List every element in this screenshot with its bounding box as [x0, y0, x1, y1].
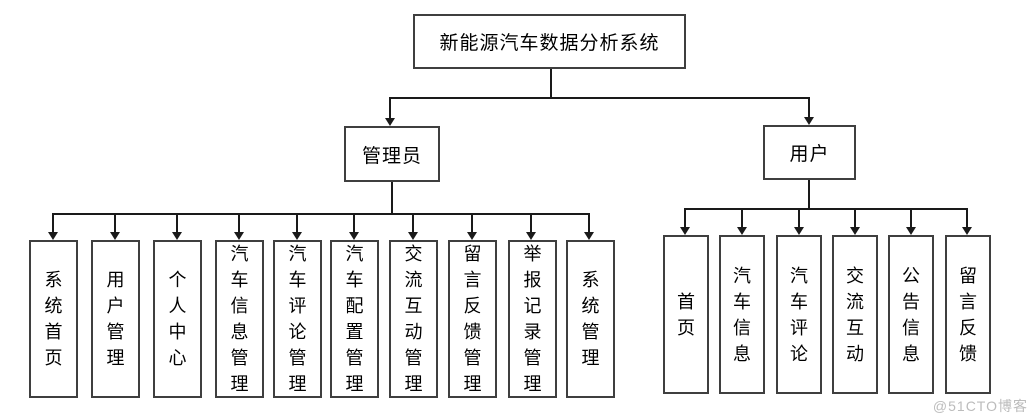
- node-announcement-info: 公告信息: [888, 235, 934, 394]
- arrowhead: [906, 227, 916, 235]
- connector-drop: [798, 208, 800, 227]
- node-car-info-label: 汽车信息: [732, 265, 751, 364]
- node-admin-label: 管理员: [361, 145, 422, 167]
- connector-drop: [353, 213, 355, 232]
- node-system-home: 系统首页: [29, 240, 78, 398]
- connector-drop: [412, 213, 414, 232]
- connector-admin-stem: [391, 182, 393, 214]
- node-home: 首页: [663, 235, 709, 394]
- node-report-record-management: 举报记录管理: [508, 240, 557, 398]
- connector-root-stem: [550, 69, 552, 98]
- node-car-comment: 汽车评论: [776, 235, 822, 394]
- node-user-management-label: 用户管理: [106, 270, 125, 368]
- connector-drop: [741, 208, 743, 227]
- node-system-management: 系统管理: [566, 240, 615, 398]
- arrowhead: [408, 232, 418, 240]
- node-home-label: 首页: [676, 291, 695, 338]
- arrowhead: [349, 232, 359, 240]
- arrowhead: [48, 232, 58, 240]
- node-feedback: 留言反馈: [945, 235, 991, 394]
- connector-drop: [684, 208, 686, 227]
- arrowhead: [850, 227, 860, 235]
- connector-drop: [854, 208, 856, 227]
- connector-user-drop: [808, 97, 810, 118]
- arrowhead: [794, 227, 804, 235]
- node-personal-center-label: 个人中心: [168, 270, 187, 368]
- connector-user-bus: [684, 208, 968, 210]
- node-car-info: 汽车信息: [719, 235, 765, 394]
- node-feedback-management-label: 留言反馈管理: [463, 244, 482, 394]
- connector-drop: [471, 213, 473, 232]
- connector-admin-bus: [52, 213, 590, 215]
- arrowhead: [467, 232, 477, 240]
- node-car-config-management: 汽车配置管理: [330, 240, 379, 398]
- node-car-comment-management-label: 汽车评论管理: [288, 244, 307, 394]
- arrowhead-admin: [385, 118, 395, 126]
- node-user: 用户: [763, 125, 856, 180]
- arrowhead: [737, 227, 747, 235]
- node-system-management-label: 系统管理: [581, 270, 600, 368]
- node-interaction-management-label: 交流互动管理: [404, 244, 423, 394]
- node-user-label: 用户: [789, 144, 830, 165]
- connector-drop: [296, 213, 298, 232]
- node-car-config-management-label: 汽车配置管理: [345, 244, 364, 394]
- connector-drop: [176, 213, 178, 232]
- connector-level1-bus: [389, 97, 810, 99]
- connector-drop: [114, 213, 116, 232]
- connector-drop: [910, 208, 912, 227]
- node-car-info-management: 汽车信息管理: [215, 240, 264, 398]
- arrowhead: [680, 227, 690, 235]
- connector-drop: [588, 213, 590, 232]
- connector-user-stem: [808, 180, 810, 209]
- node-feedback-management: 留言反馈管理: [448, 240, 497, 398]
- watermark-51cto: @51CTO博客: [932, 398, 1028, 414]
- node-car-info-management-label: 汽车信息管理: [230, 244, 249, 394]
- node-admin: 管理员: [344, 126, 440, 182]
- arrowhead: [292, 232, 302, 240]
- node-feedback-label: 留言反馈: [958, 265, 977, 364]
- node-system-title: 新能源汽车数据分析系统: [413, 14, 686, 69]
- connector-drop: [238, 213, 240, 232]
- node-interaction: 交流互动: [832, 235, 878, 394]
- node-system-home-label: 系统首页: [44, 270, 63, 368]
- node-user-management: 用户管理: [91, 240, 140, 398]
- arrowhead: [584, 232, 594, 240]
- node-car-comment-management: 汽车评论管理: [273, 240, 322, 398]
- node-interaction-management: 交流互动管理: [389, 240, 438, 398]
- node-announcement-info-label: 公告信息: [901, 265, 920, 364]
- arrowhead: [962, 227, 972, 235]
- connector-drop: [52, 213, 54, 232]
- node-interaction-label: 交流互动: [845, 265, 864, 364]
- node-car-comment-label: 汽车评论: [789, 265, 808, 364]
- arrowhead: [526, 232, 536, 240]
- connector-drop: [530, 213, 532, 232]
- arrowhead: [234, 232, 244, 240]
- node-report-record-management-label: 举报记录管理: [523, 244, 542, 394]
- node-personal-center: 个人中心: [153, 240, 202, 398]
- arrowhead: [172, 232, 182, 240]
- connector-drop: [966, 208, 968, 227]
- connector-admin-drop: [389, 97, 391, 119]
- node-system-title-label: 新能源汽车数据分析系统: [439, 33, 660, 54]
- arrowhead: [110, 232, 120, 240]
- arrowhead-user: [804, 117, 814, 125]
